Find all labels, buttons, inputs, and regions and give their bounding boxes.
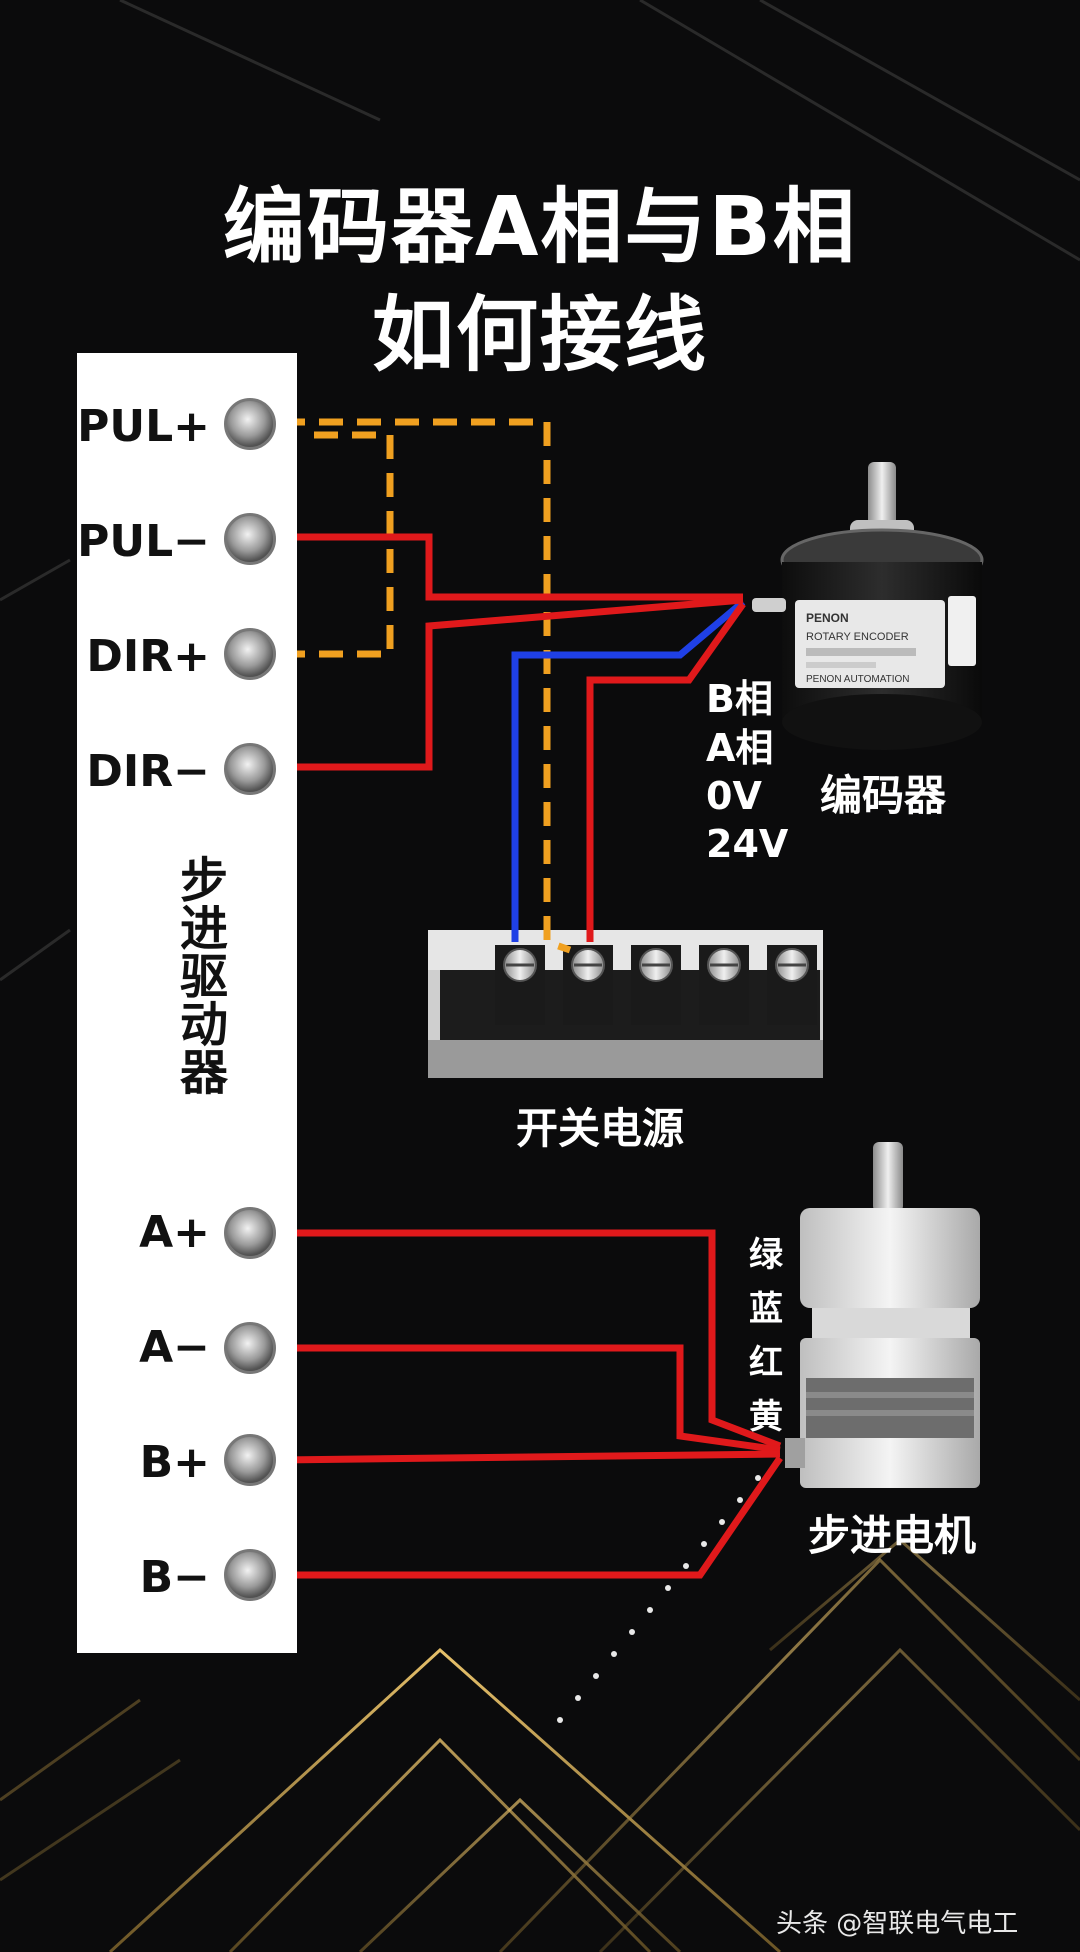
screw-terminal <box>495 945 545 1025</box>
wire-color-yellow: 黄 <box>749 1397 783 1437</box>
power-supply-caption: 开关电源 <box>516 1104 685 1153</box>
terminal-label-pul-minus: PUL− <box>77 516 210 567</box>
wire-b-minus <box>281 1456 783 1579</box>
terminal-a-plus <box>224 1207 276 1259</box>
rotary-encoder-image: PENON ROTARY ENCODER PENON AUTOMATION <box>752 462 984 750</box>
terminal-dir-minus <box>224 743 276 795</box>
red-wires <box>280 533 783 1579</box>
encoder-model-text: ROTARY ENCODER <box>806 631 909 643</box>
gold-line-decoration <box>0 1538 1080 1952</box>
wire-dir-plus <box>281 431 394 658</box>
wire-a-minus <box>281 1344 781 1454</box>
wire-0v <box>511 599 746 942</box>
terminal-label-dir-minus: DIR− <box>86 746 210 797</box>
screw-terminal <box>631 945 681 1025</box>
wire-color-green: 绿 <box>749 1235 783 1275</box>
terminal-b-minus <box>224 1549 276 1601</box>
power-supply-image <box>428 930 823 1078</box>
background-decoration <box>0 0 1080 982</box>
motor-wire-color-list: 绿 蓝 红 黄 <box>744 1228 788 1444</box>
wire-a-plus <box>281 1229 782 1450</box>
dashed-wires <box>281 418 572 954</box>
wire-label-a-phase: A相 <box>706 726 774 770</box>
wire-pul-minus <box>281 533 743 601</box>
terminal-a-minus <box>224 1322 276 1374</box>
terminal-pul-minus <box>224 513 276 565</box>
terminal-pul-plus <box>224 398 276 450</box>
encoder-caption: 编码器 <box>820 771 947 820</box>
stepper-motor-caption: 步进电机 <box>808 1511 977 1560</box>
terminal-dir-plus <box>224 628 276 680</box>
wire-24v <box>586 601 746 942</box>
encoder-brand-text: PENON <box>806 611 849 625</box>
wire-label-b-phase: B相 <box>706 677 773 721</box>
terminal-label-b-plus: B+ <box>139 1437 210 1488</box>
stepper-motor-image <box>785 1142 980 1488</box>
wire-label-0v: 0V <box>706 774 762 818</box>
dotted-sparkle-line <box>557 1475 761 1723</box>
wire-pul-plus <box>281 418 572 954</box>
page-title: 编码器A相与B相 <box>223 180 857 275</box>
terminal-label-a-plus: A+ <box>139 1207 210 1258</box>
screw-terminal <box>699 945 749 1025</box>
wire-b-plus <box>280 1450 781 1464</box>
wire-color-red: 红 <box>749 1343 783 1383</box>
wire-label-24v: 24V <box>706 822 789 866</box>
encoder-maker-text: PENON AUTOMATION <box>806 674 910 685</box>
terminal-label-pul-plus: PUL+ <box>77 401 210 452</box>
wire-dir-minus <box>281 596 744 771</box>
terminal-label-b-minus: B− <box>139 1552 210 1603</box>
terminal-label-a-minus: A− <box>139 1322 210 1373</box>
page-subtitle: 如何接线 <box>371 288 708 383</box>
terminal-b-plus <box>224 1434 276 1486</box>
watermark: 头条 @智联电气电工 <box>776 1909 1019 1939</box>
screw-terminal <box>563 945 613 1025</box>
wire-color-blue: 蓝 <box>749 1289 783 1329</box>
terminal-label-dir-plus: DIR+ <box>86 631 210 682</box>
driver-label: 步进驱动器 <box>171 855 227 1095</box>
blue-wires <box>511 599 746 942</box>
screw-terminal <box>767 945 817 1025</box>
